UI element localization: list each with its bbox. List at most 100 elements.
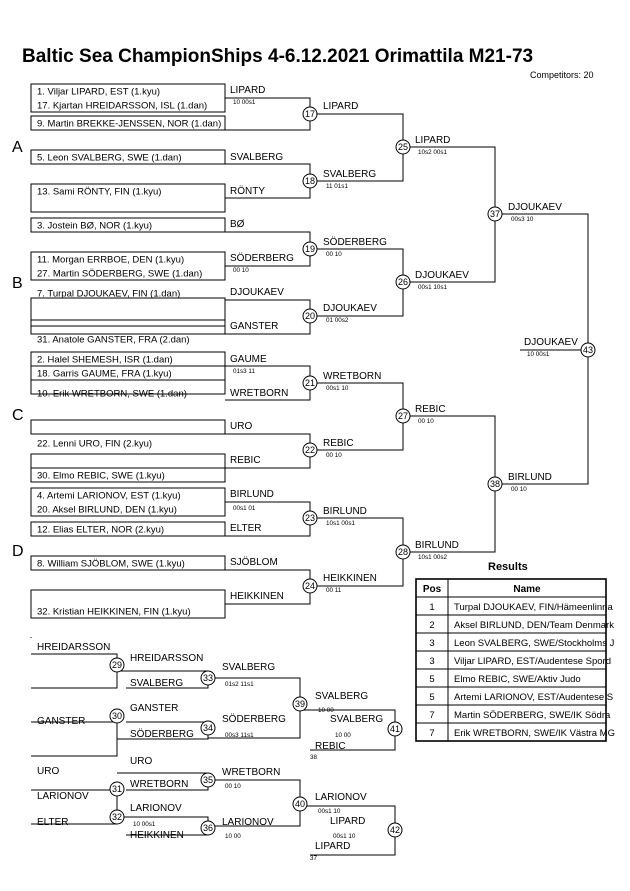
winner-name: SVALBERG [230,152,283,163]
winner-name: SVALBERG [323,169,376,180]
match-score: 00s1 10s1 [418,284,448,291]
winner-name: URO [230,421,252,432]
repechage-name: URO [130,756,152,767]
match-number: 19 [305,244,315,254]
repechage-name: ELTER [37,817,69,828]
winner-name: DJOUKAEV [524,337,578,348]
winner-name: LIPARD [415,135,450,146]
player-box [30,149,226,165]
match-number: 40 [295,799,305,809]
repechage-score: 01s2 11s1 [225,681,254,688]
repechage-name: SÖDERBERG [222,713,286,725]
results-pos: 2 [429,620,434,631]
bracket-labels: 1. Viljar LIPARD, EST (1.kyu)17. Kjartan… [12,85,578,862]
winner-name: SJÖBLOM [230,556,278,568]
winner-name: GAUME [230,354,267,365]
player-box [30,251,226,281]
match-number-circle [395,274,411,290]
match-number-circle [109,657,125,673]
match-number-circle [200,720,216,736]
match-score: 00 10 [233,267,249,274]
player-entry: 27. Martin SÖDERBERG, SWE (1.dan) [37,269,202,280]
repechage-name: LIPARD [330,816,365,827]
player-entry: 30. Elmo REBIC, SWE (1.kyu) [37,471,165,482]
player-entry: 4. Artemi LARIONOV, EST (1.kyu) [37,491,181,502]
match-number: 42 [390,825,400,835]
match-number-circle [292,696,308,712]
match-number-circle [395,408,411,424]
match-number: 43 [583,345,593,355]
player-entry: 10. Erik WRETBORN, SWE (1.dan) [37,389,187,400]
repechage-name: SVALBERG [315,691,368,702]
match-score: 10s1 00s1 [326,520,356,527]
player-box [30,83,226,113]
winner-name: GANSTER [230,321,278,332]
repechage-score: 10 00 [318,707,334,714]
match-number-circle [200,820,216,836]
player-box [30,487,226,517]
match-score: 00 10 [326,452,342,459]
match-score: 01s3 11 [233,368,255,375]
player-box [30,453,226,469]
player-entry: 12. Elias ELTER, NOR (2.kyu) [37,525,164,536]
results-name: Turpal DJOUKAEV, FIN/Hämeenlinna [454,602,613,613]
winner-name: BIRLUND [508,472,552,483]
match-number: 41 [390,724,400,734]
match-number-circle [292,796,308,812]
pool-label-d: D [12,543,24,560]
repechage-score: 00s1 10 [333,833,356,840]
winner-name: BIRLUND [415,540,459,551]
repechage-name: LARIONOV [130,803,182,814]
match-number: 26 [398,277,408,287]
winner-name: REBIC [230,455,261,466]
results-pos: 7 [429,728,434,739]
match-number: 35 [203,775,213,785]
pool-label-c: C [12,407,24,424]
match-number: 32 [112,812,122,822]
match-number: 28 [398,547,408,557]
repechage-name: GANSTER [37,716,85,727]
winner-name: SÖDERBERG [323,236,387,248]
player-entry: 31. Anatole GANSTER, FRA (2.dan) [37,335,190,346]
match-number-circle [302,578,318,594]
player-entry: 13. Sami RÖNTY, FIN (1.kyu) [37,187,161,198]
player-entry: 20. Aksel BIRLUND, DEN (1.kyu) [37,505,177,516]
repechage-name: LIPARD [315,841,350,852]
winner-name: BIRLUND [230,489,274,500]
match-number-circle [302,106,318,122]
player-box [30,297,226,327]
repechage-name: HEIKKINEN [130,830,184,841]
results-pos: 5 [429,674,434,685]
pool-label-b: B [12,275,23,292]
results-col-pos: Pos [423,584,442,595]
results-name: Elmo REBIC, SWE/Aktiv Judo [454,674,581,685]
winner-name: LIPARD [230,85,265,96]
player-entry: 22. Lenni URO, FIN (2.kyu) [37,439,152,450]
winner-name: ELTER [230,523,262,534]
player-entry: 18. Garris GAUME, FRA (1.kyu) [37,369,172,380]
match-number-circle [200,670,216,686]
results-pos: 3 [429,638,434,649]
winner-name: REBIC [415,404,446,415]
player-entry: 5. Leon SVALBERG, SWE (1.dan) [37,153,182,164]
match-number: 17 [305,109,315,119]
winner-name: DJOUKAEV [508,202,562,213]
repechage-name: HREIDARSSON [37,642,110,653]
repechage-name: GANSTER [130,703,178,714]
match-number-circle [302,308,318,324]
repechage-score: 00 10 [225,783,241,790]
repechage-name: URO [37,766,59,777]
player-boxes [30,83,226,619]
repechage-name: SVALBERG [330,714,383,725]
repechage-name: REBIC [315,741,346,752]
match-number: 39 [295,699,305,709]
match-number: 24 [305,581,315,591]
match-number-circle [580,342,596,358]
player-entry: 3. Jostein BØ, NOR (1.kyu) [37,221,152,232]
player-box [30,365,226,381]
match-number: 36 [203,823,213,833]
repechage-score: 10 00 [225,833,241,840]
repechage-name: SÖDERBERG [130,728,194,740]
player-box [30,521,226,537]
